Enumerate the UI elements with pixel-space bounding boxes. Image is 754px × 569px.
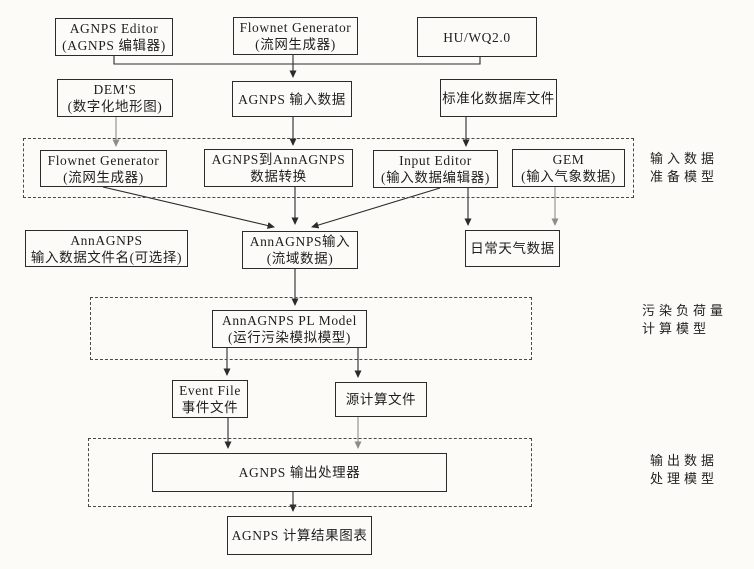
group-input-data-preparation (23, 138, 634, 198)
arrow-inputeditor-to-annagnpsinput (311, 187, 441, 229)
group-output-data-processing (88, 438, 532, 507)
node-label: DEM'S (93, 82, 137, 97)
node-label: AGNPS到AnnAGNPS (211, 152, 346, 167)
stage-label-line: 污染负荷量 (642, 303, 728, 318)
node-input-editor: Input Editor (输入数据编辑器) (373, 150, 498, 188)
node-annagnps-pl-model: AnnAGNPS PL Model (运行污染模拟模型) (212, 310, 367, 348)
node-agnps-to-annagnps-converter: AGNPS到AnnAGNPS 数据转换 (204, 149, 353, 187)
node-label: AGNPS 输入数据 (238, 91, 346, 107)
node-annagnps-input: AnnAGNPS输入 (流域数据) (242, 231, 358, 269)
node-label: (数字化地形图) (67, 99, 163, 114)
node-label: GEM (552, 152, 585, 167)
node-dems: DEM'S (数字化地形图) (57, 79, 173, 117)
node-label: Input Editor (399, 153, 472, 168)
node-label: 标准化数据库文件 (442, 90, 555, 106)
node-label: AnnAGNPS (70, 232, 143, 248)
node-label: (AGNPS 编辑器) (62, 38, 166, 53)
node-label: Flownet Generator (239, 20, 352, 35)
node-hu-wq: HU/WQ2.0 (417, 17, 537, 57)
node-label: (流域数据) (266, 251, 334, 266)
stage-label-line: 输入数据 (650, 151, 719, 166)
node-label: 源计算文件 (345, 392, 417, 407)
node-gem: GEM (输入气象数据) (512, 149, 625, 187)
node-standard-db-file: 标准化数据库文件 (440, 79, 557, 117)
node-label: AGNPS Editor (69, 21, 159, 36)
node-label: AGNPS 输出处理器 (238, 465, 361, 480)
node-source-calc-file: 源计算文件 (335, 382, 427, 417)
stage-label-pollution-load-calculation: 污染负荷量 计算模型 (642, 302, 727, 338)
stage-label-line: 处理模型 (650, 471, 719, 486)
node-flownet-generator-inner: Flownet Generator (流网生成器) (40, 150, 167, 187)
group-pollution-load-calculation (90, 297, 532, 360)
node-agnps-result-chart: AGNPS 计算结果图表 (227, 516, 372, 555)
node-agnps-input-data: AGNPS 输入数据 (232, 81, 352, 117)
node-event-file: Event File 事件文件 (172, 380, 248, 418)
node-label: 事件文件 (181, 400, 239, 415)
node-label: Event File (179, 383, 241, 398)
node-label: 数据转换 (250, 169, 307, 184)
node-label: AnnAGNPS输入 (249, 234, 351, 249)
node-label: Flownet Generator (47, 152, 160, 168)
node-agnps-editor: AGNPS Editor (AGNPS 编辑器) (55, 18, 173, 56)
stage-label-line: 输出数据 (650, 453, 719, 468)
node-daily-weather-data: 日常天气数据 (465, 230, 560, 267)
stage-label-line: 准备模型 (650, 169, 719, 184)
node-label: (运行污染模拟模型) (228, 330, 351, 345)
stage-label-line: 计算模型 (642, 321, 711, 336)
arrow-flownetinner-to-annagnpsinput (102, 186, 275, 229)
node-label: 输入数据文件名(可选择) (30, 249, 183, 265)
node-label: AnnAGNPS PL Model (222, 313, 357, 328)
merge-line-top-row (113, 55, 481, 65)
node-label: (流网生成器) (255, 37, 336, 52)
node-annagnps-filename: AnnAGNPS 输入数据文件名(可选择) (25, 230, 188, 267)
node-label: AGNPS 计算结果图表 (231, 528, 368, 543)
node-label: 日常天气数据 (470, 241, 555, 256)
node-label: (输入气象数据) (521, 169, 616, 184)
node-agnps-output-processor: AGNPS 输出处理器 (152, 453, 447, 492)
node-label: (输入数据编辑器) (381, 170, 490, 185)
node-flownet-generator-top: Flownet Generator (流网生成器) (233, 17, 358, 55)
node-label: (流网生成器) (63, 169, 144, 185)
stage-label-output-data-processing: 输出数据 处理模型 (650, 452, 718, 488)
node-label: HU/WQ2.0 (443, 29, 511, 45)
stage-label-input-data-preparation: 输入数据 准备模型 (650, 150, 718, 186)
